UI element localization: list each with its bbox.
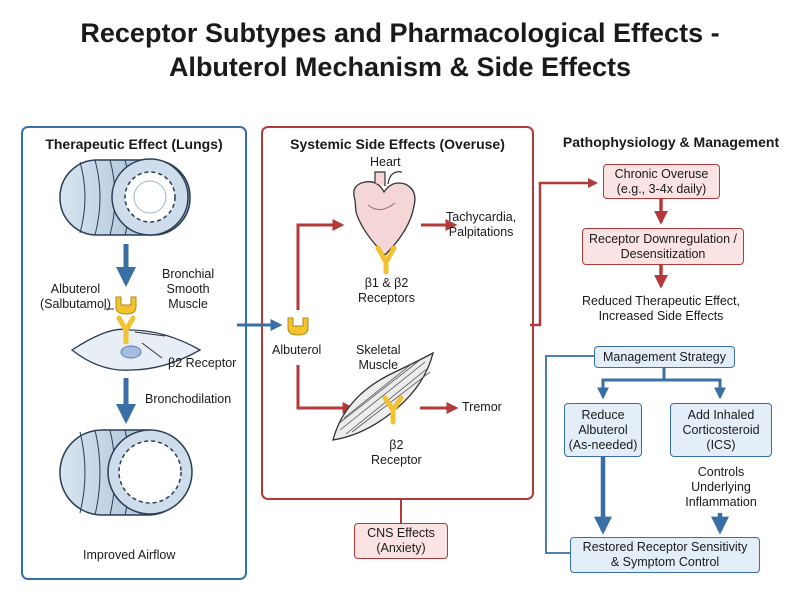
systemic-drug-label: Albuterol <box>272 343 322 357</box>
smooth-muscle-cell-icon <box>70 328 202 371</box>
title-line-2: Albuterol Mechanism & Side Effects <box>168 52 632 82</box>
muscle-arrow <box>296 365 355 414</box>
heart-arrow <box>296 219 345 310</box>
cns-effects-box: CNS Effects (Anxiety) <box>354 523 448 559</box>
outcome-label: Reduced Therapeutic Effect, Increased Si… <box>582 294 740 323</box>
add-ics-box: Add Inhaled Corticosteroid (ICS) <box>670 403 772 457</box>
bronchus-icon <box>59 158 191 236</box>
tremor-label: Tremor <box>462 400 502 414</box>
receptor-icon <box>115 296 137 345</box>
skeletal-muscle-label: Skeletal Muscle <box>356 343 401 372</box>
receptor-label: β2 Receptor <box>168 356 237 370</box>
side-effects-heading: Systemic Side Effects (Overuse) <box>290 136 505 152</box>
muscle-receptor-label: β2 Receptor <box>371 438 422 467</box>
bronchial-muscle-label: Bronchial Smooth Muscle <box>162 267 215 311</box>
heart-icon <box>353 171 416 275</box>
receptor-icon <box>287 317 309 336</box>
page-title: Receptor Subtypes and Pharmacological Ef… <box>0 16 800 84</box>
chronic-overuse-box: Chronic Overuse (e.g., 3-4x daily) <box>603 164 720 199</box>
restored-sensitivity-box: Restored Receptor Sensitivity & Symptom … <box>570 537 760 573</box>
therapeutic-heading: Therapeutic Effect (Lungs) <box>45 136 223 152</box>
downregulation-box: Receptor Downregulation / Desensitizatio… <box>582 228 744 265</box>
bronchus-icon <box>59 429 193 516</box>
heart-label: Heart <box>370 155 401 169</box>
skeletal-muscle-icon <box>332 351 434 441</box>
process-label: Bronchodilation <box>145 392 232 406</box>
drug-label: Albuterol (Salbutamol) <box>40 282 111 311</box>
management-loop-line <box>545 355 596 554</box>
strategy-to-reduce-arrow <box>597 368 666 400</box>
to-overuse-arrow <box>530 178 598 327</box>
heart-receptor-label: β1 & β2 Receptors <box>358 276 415 305</box>
heart-effect-label: Tachycardia, Palpitations <box>446 210 517 239</box>
reduce-albuterol-box: Reduce Albuterol (As-needed) <box>564 403 642 457</box>
controls-inflammation-label: Controls Underlying Inflammation <box>685 465 757 509</box>
title-line-1: Receptor Subtypes and Pharmacological Ef… <box>80 18 720 48</box>
management-strategy-box: Management Strategy <box>594 346 735 368</box>
strategy-to-ics-arrow <box>664 378 726 400</box>
result-label: Improved Airflow <box>83 548 176 562</box>
management-heading: Pathophysiology & Management <box>562 134 780 150</box>
